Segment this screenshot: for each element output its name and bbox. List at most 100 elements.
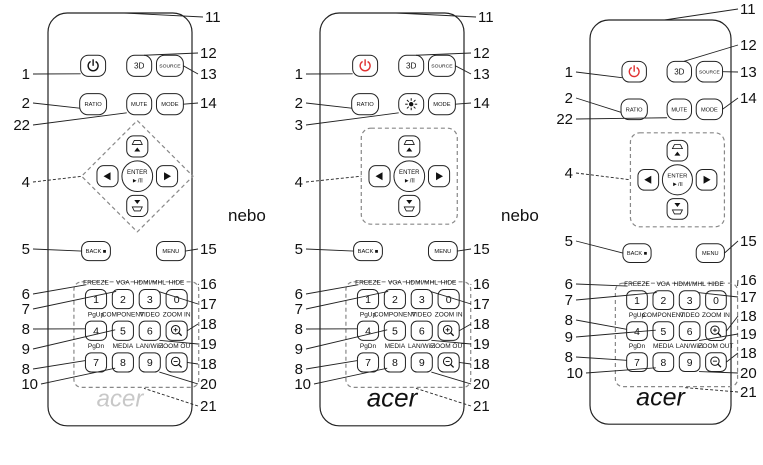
keypad-button-shape[interactable] xyxy=(678,321,701,342)
mute-button-shape[interactable] xyxy=(666,98,693,121)
keypad-button[interactable]: 5 xyxy=(383,320,406,341)
keypad-button[interactable]: 0 xyxy=(165,288,188,310)
ratio-button[interactable]: RATIO xyxy=(79,93,108,116)
nav-up-button-shape[interactable] xyxy=(666,139,689,162)
keypad-button[interactable]: 1 xyxy=(626,290,648,311)
back-button[interactable]: BACK ■ xyxy=(81,240,111,262)
enter-button[interactable]: ENTER►/II xyxy=(661,164,693,196)
source-button[interactable]: SOURCE xyxy=(427,54,456,77)
back-button[interactable]: BACK ■ xyxy=(353,240,383,262)
keypad-button[interactable]: 3 xyxy=(138,288,161,310)
zoom-out-button[interactable] xyxy=(437,352,460,373)
keypad-button-shape[interactable] xyxy=(111,352,134,373)
zoom-out-button-shape[interactable] xyxy=(165,352,188,373)
zoom-in-button-shape[interactable] xyxy=(165,320,188,341)
three-d-button-shape[interactable] xyxy=(398,54,425,77)
keypad-button[interactable]: 5 xyxy=(652,321,675,342)
keypad-button[interactable]: 3 xyxy=(410,288,433,310)
mute-button[interactable]: MUTE xyxy=(126,93,153,116)
keypad-button[interactable]: 8 xyxy=(383,352,406,373)
ratio-button[interactable]: RATIO xyxy=(351,93,380,116)
enter-button[interactable]: ENTER►/II xyxy=(121,160,154,193)
keypad-button[interactable]: 4 xyxy=(84,320,108,341)
keypad-button[interactable]: 6 xyxy=(678,321,701,342)
source-button[interactable]: SOURCE xyxy=(695,60,724,83)
nav-left-button[interactable] xyxy=(637,168,660,191)
nav-down-button[interactable] xyxy=(398,194,421,218)
keypad-button-shape[interactable] xyxy=(383,352,406,373)
power-button[interactable] xyxy=(352,54,379,77)
nav-up-button[interactable] xyxy=(398,135,421,158)
keypad-button-shape[interactable] xyxy=(626,352,648,373)
nav-up-button-shape[interactable] xyxy=(126,135,149,158)
zoom-out-button[interactable] xyxy=(165,352,188,373)
keypad-button[interactable]: 1 xyxy=(84,288,108,310)
back-button[interactable]: BACK ■ xyxy=(622,243,652,264)
keypad-button-shape[interactable] xyxy=(410,352,433,373)
keypad-button[interactable]: 6 xyxy=(410,320,433,341)
zoom-in-button[interactable] xyxy=(437,320,460,341)
keypad-button[interactable]: 2 xyxy=(111,288,134,310)
keypad-button-shape[interactable] xyxy=(678,290,701,311)
keypad-button[interactable]: 6 xyxy=(138,320,161,341)
nav-right-button[interactable] xyxy=(427,165,451,188)
keypad-button[interactable]: 2 xyxy=(652,290,675,311)
nav-left-button[interactable] xyxy=(368,165,391,188)
keypad-button-shape[interactable] xyxy=(678,352,701,373)
keypad-button-shape[interactable] xyxy=(165,288,188,310)
keypad-button-shape[interactable] xyxy=(138,352,161,373)
zoom-in-button-shape[interactable] xyxy=(437,320,460,341)
keypad-button[interactable]: 7 xyxy=(84,352,108,373)
keypad-button-shape[interactable] xyxy=(437,288,460,310)
power-button[interactable] xyxy=(80,54,107,77)
keypad-button[interactable]: 5 xyxy=(111,320,134,341)
enter-button[interactable]: ENTER►/II xyxy=(393,160,426,193)
ratio-button[interactable]: RATIO xyxy=(620,98,648,121)
three-d-button[interactable]: 3D xyxy=(126,54,153,77)
nav-down-button[interactable] xyxy=(126,194,149,218)
nav-left-button[interactable] xyxy=(96,165,119,188)
keypad-button[interactable]: 4 xyxy=(356,320,380,341)
nav-down-button[interactable] xyxy=(666,198,689,220)
nav-down-button-shape[interactable] xyxy=(126,194,149,218)
zoom-in-button[interactable] xyxy=(165,320,188,341)
keypad-button[interactable]: 1 xyxy=(356,288,380,310)
enter-button-shape[interactable] xyxy=(661,164,693,196)
nav-up-button[interactable] xyxy=(126,135,149,158)
zoom-out-button[interactable] xyxy=(705,352,727,373)
zoom-out-button-shape[interactable] xyxy=(437,352,460,373)
keypad-button-shape[interactable] xyxy=(111,288,134,310)
nav-right-button[interactable] xyxy=(695,168,718,191)
ratio-button-shape[interactable] xyxy=(79,93,108,116)
menu-button[interactable]: MENU xyxy=(155,240,186,262)
menu-button[interactable]: MENU xyxy=(695,243,725,264)
mute-button-shape[interactable] xyxy=(126,93,153,116)
keypad-button[interactable]: 9 xyxy=(678,352,701,373)
keypad-button[interactable]: 3 xyxy=(678,290,701,311)
ratio-button-shape[interactable] xyxy=(620,98,648,121)
mode-button[interactable]: MODE xyxy=(695,98,724,121)
keypad-button[interactable]: 7 xyxy=(626,352,648,373)
power-button[interactable] xyxy=(621,60,647,83)
keypad-button[interactable]: 9 xyxy=(410,352,433,373)
ratio-button-shape[interactable] xyxy=(351,93,380,116)
enter-button-shape[interactable] xyxy=(393,160,426,193)
keypad-button-shape[interactable] xyxy=(626,290,648,311)
keypad-button[interactable]: 7 xyxy=(356,352,380,373)
nav-up-button[interactable] xyxy=(666,139,689,162)
three-d-button-shape[interactable] xyxy=(666,60,693,83)
zoom-out-button-shape[interactable] xyxy=(705,352,727,373)
three-d-button[interactable]: 3D xyxy=(666,60,693,83)
keypad-button[interactable]: 8 xyxy=(111,352,134,373)
brightness-button[interactable] xyxy=(398,93,425,116)
keypad-button-shape[interactable] xyxy=(410,288,433,310)
menu-button[interactable]: MENU xyxy=(427,240,458,262)
mode-button[interactable]: MODE xyxy=(427,93,456,116)
keypad-button[interactable]: 0 xyxy=(437,288,460,310)
keypad-button-shape[interactable] xyxy=(652,352,675,373)
nav-down-button-shape[interactable] xyxy=(666,198,689,220)
keypad-button[interactable]: 8 xyxy=(652,352,675,373)
keypad-button-shape[interactable] xyxy=(138,320,161,341)
nav-down-button-shape[interactable] xyxy=(398,194,421,218)
nav-up-button-shape[interactable] xyxy=(398,135,421,158)
